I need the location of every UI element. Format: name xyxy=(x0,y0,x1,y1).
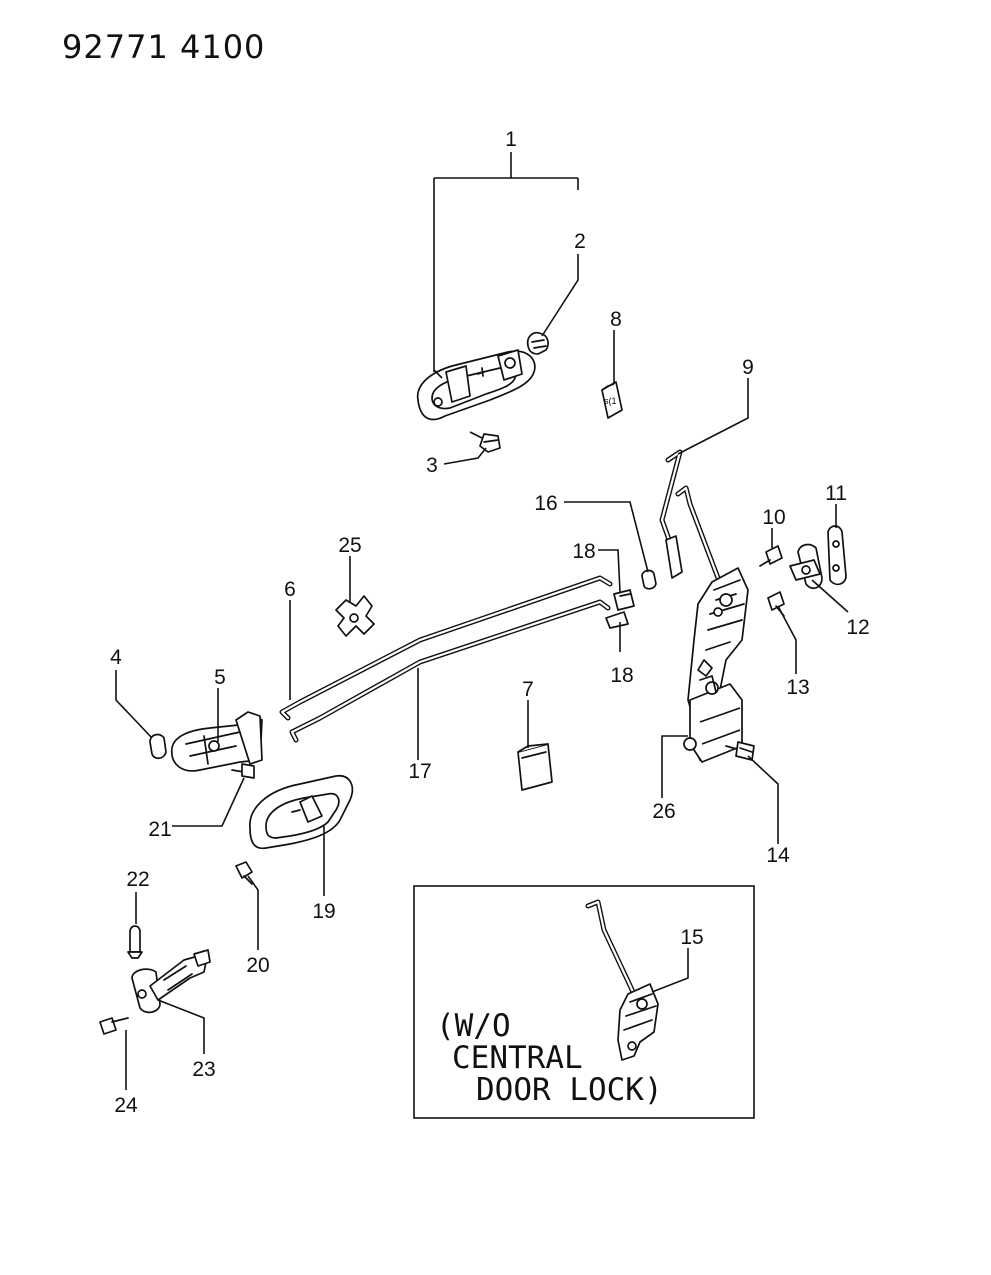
callout-18-lower[interactable]: 18 xyxy=(610,664,633,687)
part-screw-10[interactable] xyxy=(759,545,783,567)
part-clip-18-upper[interactable] xyxy=(613,589,635,611)
callout-8[interactable]: 8 xyxy=(610,308,622,331)
callout-23[interactable]: 23 xyxy=(192,1058,215,1081)
callout-10[interactable]: 10 xyxy=(762,506,785,529)
callout-7[interactable]: 7 xyxy=(522,678,534,701)
part-bolt-24[interactable] xyxy=(99,1017,129,1035)
callout-24[interactable]: 24 xyxy=(114,1094,138,1117)
callout-6[interactable]: 6 xyxy=(284,578,296,601)
part-striker-12[interactable] xyxy=(789,543,823,590)
part-latch-15[interactable] xyxy=(585,899,659,1061)
inset-box: (W/O CENTRAL DOOR LOCK) xyxy=(413,885,755,1119)
part-clip-2[interactable] xyxy=(526,331,549,355)
callout-12[interactable]: 12 xyxy=(846,616,869,639)
part-pad-8[interactable]: s(1 xyxy=(601,381,623,419)
callout-1[interactable]: 1 xyxy=(505,128,517,151)
callout-18-upper[interactable]: 18 xyxy=(572,540,595,563)
part-rod-6[interactable] xyxy=(279,575,613,721)
callout-17[interactable]: 17 xyxy=(408,760,431,783)
callout-3[interactable]: 3 xyxy=(426,454,438,477)
part-clip-16[interactable] xyxy=(641,569,657,590)
callout-26[interactable]: 26 xyxy=(652,800,675,823)
callout-19[interactable]: 19 xyxy=(312,900,335,923)
leader-lines xyxy=(115,152,849,1090)
part-clip-18-lower[interactable] xyxy=(605,611,629,629)
callout-14[interactable]: 14 xyxy=(766,844,790,867)
part-outside-handle[interactable] xyxy=(416,349,536,421)
callout-25[interactable]: 25 xyxy=(338,534,361,557)
part-door-check-23[interactable] xyxy=(131,949,211,1014)
inset-note-line-1: (W/O xyxy=(436,1008,511,1044)
callout-22[interactable]: 22 xyxy=(126,868,149,891)
part-door-lock-actuator-26[interactable] xyxy=(675,485,749,763)
part-block-7[interactable] xyxy=(517,743,553,791)
callout-2[interactable]: 2 xyxy=(574,230,586,253)
callout-15[interactable]: 15 xyxy=(680,926,703,949)
part-screw-21[interactable] xyxy=(231,763,255,779)
part-inside-handle-19[interactable] xyxy=(249,775,354,850)
part-screw-20[interactable] xyxy=(235,861,253,885)
callout-11[interactable]: 11 xyxy=(825,482,847,505)
diagram-code: 92771 4100 xyxy=(62,28,265,66)
callout-5[interactable]: 5 xyxy=(214,666,226,689)
part-rod-9[interactable] xyxy=(659,449,683,579)
callout-21[interactable]: 21 xyxy=(148,818,171,841)
part-clip-4[interactable] xyxy=(149,733,167,760)
svg-text:s(1: s(1 xyxy=(604,396,617,406)
callout-4[interactable]: 4 xyxy=(110,646,122,669)
callout-9[interactable]: 9 xyxy=(742,356,754,379)
callout-20[interactable]: 20 xyxy=(246,954,269,977)
part-inside-bracket-5[interactable] xyxy=(171,711,263,772)
part-plate-11[interactable] xyxy=(827,525,847,586)
callout-16[interactable]: 16 xyxy=(534,492,557,515)
callout-13[interactable]: 13 xyxy=(786,676,809,699)
part-rod-17[interactable] xyxy=(289,599,611,743)
part-pin-22[interactable] xyxy=(127,925,143,959)
inset-note-line-3: DOOR LOCK) xyxy=(476,1072,663,1108)
part-retainer-25[interactable] xyxy=(335,595,375,637)
part-screw-3[interactable] xyxy=(469,431,501,453)
callout-numbers: 1 2 3 4 5 6 7 8 9 10 11 12 13 14 15 16 1… xyxy=(110,128,870,1117)
inset-note-line-2: CENTRAL xyxy=(452,1040,583,1076)
